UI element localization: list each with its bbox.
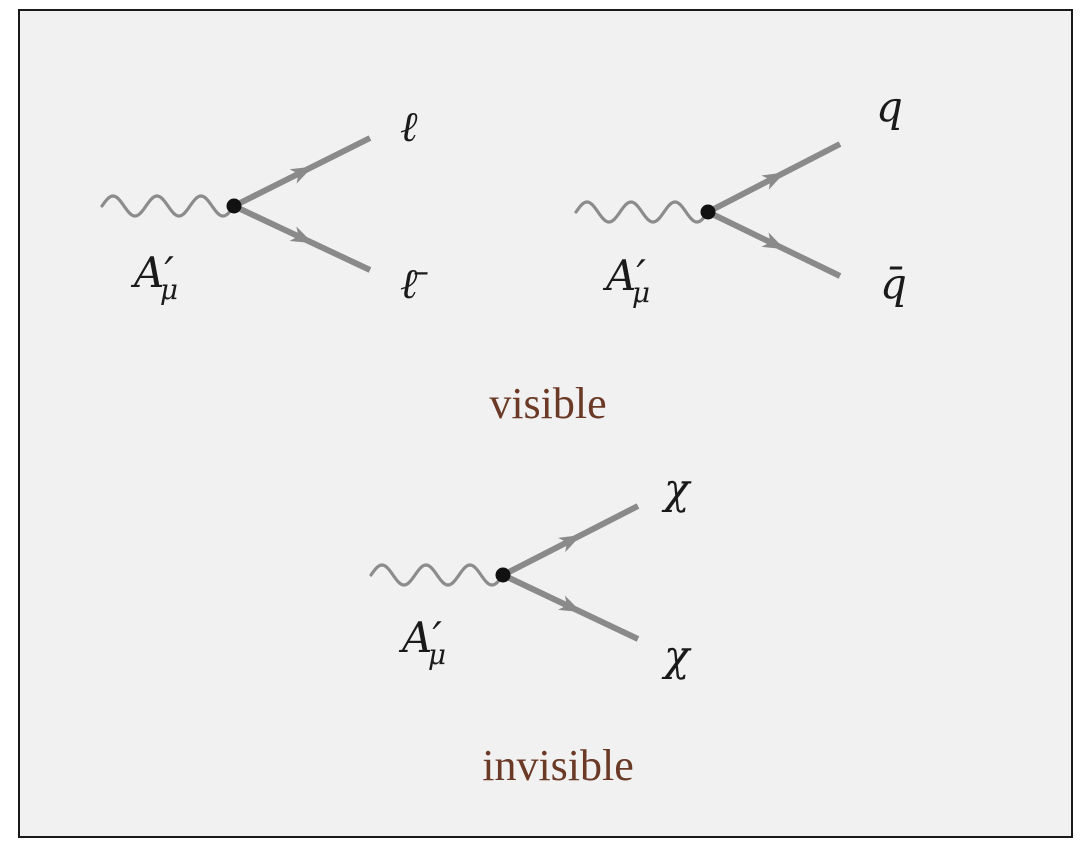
chi-arrow-upper (558, 535, 582, 553)
vertex-dot (495, 567, 511, 583)
chi-label-lower: χ (661, 631, 692, 680)
dark-photon-label: A′μ (398, 613, 446, 671)
antiquark-arrow (761, 232, 785, 250)
diagram-frame (18, 9, 1073, 838)
quark-label: q (876, 82, 903, 131)
dark-photon-label: A′μ (602, 251, 650, 309)
antilepton-label: ℓ̄ (400, 259, 428, 308)
lepton-decay-diagram: A′μ ℓ ℓ̄ (100, 102, 428, 308)
vertex-dot (700, 204, 716, 220)
visible-caption: visible (489, 379, 606, 428)
dark-photon-propagator (369, 563, 505, 587)
antiquark-label: q̄ (880, 259, 907, 308)
invisible-caption: invisible (482, 741, 634, 790)
chi-label-upper: χ (661, 464, 692, 513)
quark-arrow (761, 172, 785, 190)
dark-photon-label: A′μ (130, 248, 178, 306)
antilepton-arrow (289, 226, 313, 244)
dark-photon-propagator (574, 200, 710, 224)
chi-arrow-lower (558, 595, 582, 613)
vertex-dot (226, 198, 242, 214)
lepton-arrow (289, 166, 313, 184)
quark-decay-diagram: A′μ q q̄ (574, 82, 907, 309)
lepton-label: ℓ (400, 102, 418, 151)
dark-matter-decay-diagram: A′μ χ χ (369, 464, 692, 680)
dark-photon-propagator (100, 194, 236, 218)
